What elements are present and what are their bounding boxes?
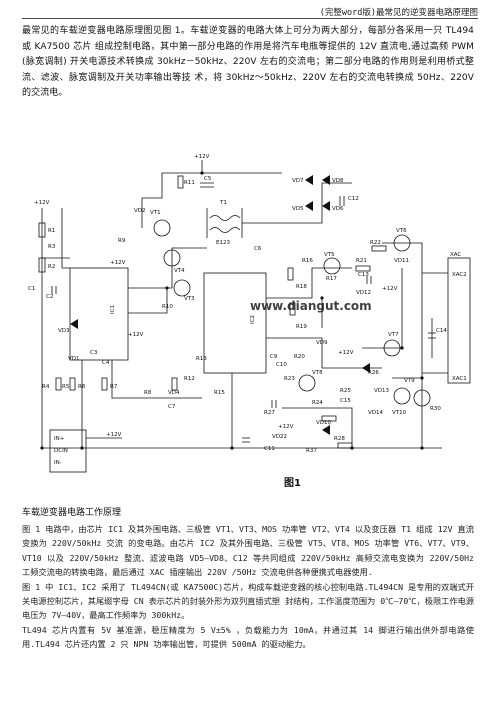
label-c9: C9	[270, 354, 278, 360]
label-r1: R1	[48, 228, 55, 234]
label-r8: R8	[144, 390, 152, 396]
label-p12v-top: +12V	[194, 154, 210, 160]
label-vd12: VD12	[356, 290, 371, 296]
label-vt7: VT7	[388, 332, 399, 338]
label-r28: R28	[334, 436, 345, 442]
label-vd22: VD22	[272, 434, 287, 440]
label-r12: R12	[184, 376, 195, 382]
label-c3: C3	[90, 350, 98, 356]
label-vd1: VD1	[68, 356, 80, 362]
diagram-watermark: www.diangut.com	[250, 299, 372, 313]
label-ic1: IC1	[110, 305, 116, 314]
label-vd9: VD9	[316, 340, 328, 346]
label-c6: C6	[254, 246, 262, 252]
label-vd11: VD11	[394, 258, 409, 264]
label-ic2: IC2	[250, 315, 256, 324]
label-r13: R13	[196, 356, 207, 362]
label-c13: C13	[358, 272, 369, 278]
label-vt10: VT10	[392, 410, 407, 416]
label-c10: C10	[276, 362, 287, 368]
circuit-diagram: www.diangut.com +12V R11 C5 VD7 VD8 VD5 …	[28, 154, 471, 489]
label-r26: R26	[368, 370, 379, 376]
label-r21: R21	[356, 258, 367, 264]
label-r37: R37	[306, 448, 317, 454]
label-vd6: VD6	[332, 206, 344, 212]
label-vd10: VD10	[316, 420, 331, 426]
label-t1: T1	[219, 200, 227, 206]
label-r25: R25	[340, 388, 351, 394]
label-c7: C7	[168, 404, 176, 410]
body-text: 图 1 电路中，由芯片 IC1 及其外围电路、三极管 VT1、VT3、MOS 功…	[22, 522, 474, 652]
label-vt5: VT5	[324, 252, 335, 258]
label-r11: R11	[184, 180, 195, 186]
label-c12: C12	[348, 196, 359, 202]
header-divider	[22, 18, 478, 19]
label-vd8: VD8	[332, 178, 344, 184]
label-r17: R17	[326, 276, 337, 282]
label-c1: C1	[28, 286, 35, 292]
label-vd7: VD7	[292, 178, 304, 184]
label-dcin-in-minus: IN-	[54, 460, 62, 466]
label-xac1: XAC1	[452, 376, 467, 382]
section-title: 车载逆变器电路工作原理	[22, 508, 122, 518]
label-r27: R27	[264, 410, 275, 416]
label-r30: R30	[430, 406, 441, 412]
label-e123: E123	[216, 240, 230, 246]
label-vt8: VT8	[312, 370, 323, 376]
label-r10: R10	[162, 304, 173, 310]
label-c5: C5	[204, 176, 212, 182]
label-vd2: VD2	[134, 208, 146, 214]
body-paragraph-2: 图 1 中 IC1、IC2 采用了 TL494CN(或 KA7500C)芯片，构…	[22, 581, 474, 621]
label-p12v-dcin: +12V	[106, 432, 122, 438]
label-r2: R2	[48, 264, 55, 270]
label-r4: R4	[42, 384, 50, 390]
label-r15: R15	[214, 390, 225, 396]
label-r16: R16	[302, 258, 313, 264]
label-r19: R19	[296, 324, 307, 330]
label-xac2: XAC2	[452, 272, 467, 278]
label-r24: R24	[312, 400, 323, 406]
label-p12v-bottom: +12V	[278, 424, 294, 430]
page-header: (完整word版)最常见的逆变器电路原理图	[319, 8, 478, 18]
label-r18: R18	[296, 284, 307, 290]
label-c2: C2	[46, 294, 53, 300]
intro-paragraph: 最常见的车载逆变器电路原理图见图 1。车载逆变器的电路大体上可分为两大部分，每部…	[22, 26, 474, 98]
label-r20: R20	[294, 354, 305, 360]
label-xac: XAC	[450, 252, 461, 258]
label-dcin-name: DCIN	[54, 448, 68, 454]
label-r6: R6	[78, 384, 86, 390]
label-vd13: VD13	[374, 388, 389, 394]
label-r3: R3	[48, 244, 56, 250]
label-vt4: VT4	[174, 268, 185, 274]
label-vt3: VT3	[184, 296, 195, 302]
label-vt9: VT9	[404, 378, 415, 384]
label-p12v-vt7: +12V	[338, 350, 354, 356]
label-c4: C4	[102, 360, 110, 366]
label-r5: R5	[62, 384, 70, 390]
label-dcin-in-plus: IN+	[54, 436, 65, 442]
label-r22: R22	[370, 240, 381, 246]
label-c11: C11	[264, 446, 275, 452]
label-r7: R7	[110, 384, 118, 390]
label-r23: R23	[284, 376, 295, 382]
label-vd3: VD3	[58, 328, 70, 334]
body-paragraph-3: TL494 芯片内置有 5V 基准源，稳压精度为 5 V±5% ，负载能力为 1…	[22, 624, 474, 650]
label-p12v-mid: +12V	[128, 332, 144, 338]
label-vt6: VT6	[396, 228, 407, 234]
figure-caption: 图1	[284, 477, 301, 489]
label-c15: C15	[340, 398, 351, 404]
label-p12v-vd11: +12V	[382, 286, 398, 292]
label-vd5: VD5	[292, 206, 304, 212]
label-vd4: VD4	[168, 390, 180, 396]
label-r9: R9	[118, 238, 126, 244]
body-paragraph-1: 图 1 电路中，由芯片 IC1 及其外围电路、三极管 VT1、VT3、MOS 功…	[22, 524, 474, 578]
label-p12v-ic1: +12V	[110, 260, 126, 266]
label-c14: C14	[436, 328, 447, 334]
label-vd14: VD14	[368, 410, 383, 416]
label-vt1: VT1	[150, 210, 161, 216]
label-p12v-left: +12V	[34, 200, 50, 206]
